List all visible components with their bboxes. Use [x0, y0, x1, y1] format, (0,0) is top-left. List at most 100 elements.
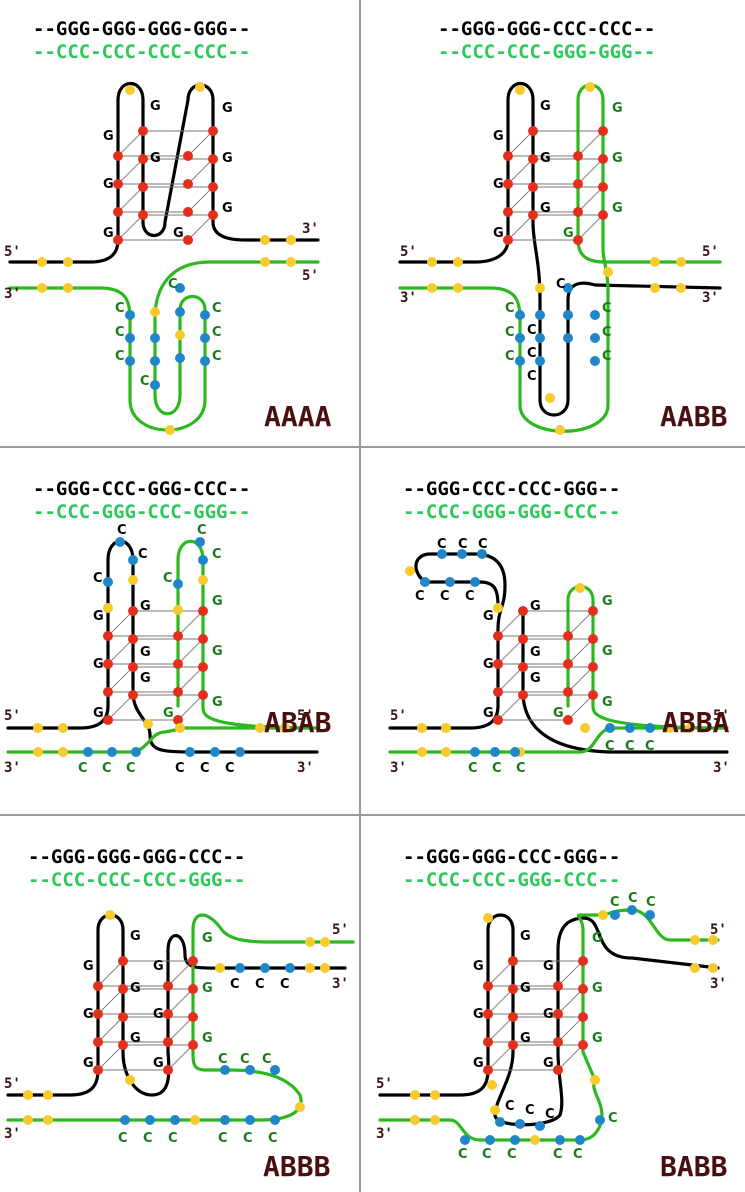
svg-text:C: C: [212, 349, 222, 364]
svg-text:G: G: [140, 671, 151, 686]
svg-text:G: G: [543, 1056, 554, 1071]
svg-text:C: C: [115, 325, 125, 340]
svg-text:G: G: [93, 657, 104, 672]
panel-abba: --GGG-CCC-CCC-GGG-- --CCC-GGG-GGG-CCC-- …: [388, 478, 730, 776]
svg-text:C: C: [505, 1099, 515, 1114]
svg-text:C: C: [440, 589, 450, 604]
svg-text:G: G: [520, 1031, 531, 1046]
svg-text:G: G: [163, 706, 174, 721]
panel-name: ABBA: [662, 706, 730, 739]
svg-text:G: G: [483, 706, 494, 721]
svg-text:C: C: [478, 537, 488, 552]
svg-text:G: G: [103, 177, 114, 192]
panel-name: BABB: [660, 1150, 727, 1183]
svg-text:G: G: [563, 226, 574, 241]
svg-text:5': 5': [332, 922, 349, 938]
svg-text:5': 5': [4, 1076, 21, 1092]
svg-text:3': 3': [710, 976, 727, 992]
svg-text:C: C: [505, 325, 515, 340]
svg-text:G: G: [202, 981, 213, 996]
svg-text:G: G: [222, 151, 233, 166]
svg-text:G: G: [473, 1007, 484, 1022]
svg-text:C: C: [212, 301, 222, 316]
svg-text:G: G: [493, 226, 504, 241]
svg-text:C: C: [507, 1147, 517, 1162]
svg-text:G: G: [540, 99, 551, 114]
svg-text:G: G: [150, 151, 161, 166]
svg-text:C: C: [468, 761, 478, 776]
svg-text:G: G: [612, 101, 623, 116]
panel-aaaa: --GGG-GGG-GGG-GGG-- --CCC-CCC-CCC-CCC-- …: [4, 18, 332, 435]
svg-text:C: C: [218, 1131, 228, 1146]
svg-text:C: C: [78, 761, 88, 776]
svg-text:C: C: [200, 761, 210, 776]
svg-text:G: G: [103, 129, 114, 144]
svg-text:G: G: [150, 99, 161, 114]
svg-text:5': 5': [390, 708, 407, 724]
svg-text:C: C: [602, 325, 612, 340]
svg-text:C: C: [197, 523, 207, 538]
svg-text:3': 3': [390, 760, 407, 776]
svg-text:C: C: [602, 349, 612, 364]
svg-text:C: C: [115, 301, 125, 316]
svg-text:3': 3': [4, 1126, 21, 1142]
svg-text:G: G: [493, 177, 504, 192]
panel-aabb: --GGG-GGG-CCC-CCC-- --CCC-CCC-GGG-GGG-- …: [398, 18, 727, 435]
svg-text:3': 3': [702, 290, 719, 306]
panel-abbb: --GGG-GGG-GGG-CCC-- --CCC-CCC-CCC-GGG-- …: [4, 846, 355, 1183]
svg-text:C: C: [168, 1131, 178, 1146]
svg-text:G: G: [103, 226, 114, 241]
bottom-sequence: --CCC-CCC-CCC-CCC--: [33, 41, 250, 63]
bottom-sequence: --CCC-CCC-CCC-GGG--: [28, 869, 245, 891]
svg-text:G: G: [473, 959, 484, 974]
svg-text:C: C: [492, 761, 502, 776]
svg-text:G: G: [543, 1007, 554, 1022]
svg-text:G: G: [530, 645, 541, 660]
svg-text:5': 5': [713, 708, 730, 724]
panel-abab: --GGG-CCC-GGG-CCC-- --CCC-GGG-CCC-GGG-- …: [4, 478, 331, 776]
svg-text:C: C: [415, 589, 425, 604]
svg-text:5': 5': [4, 708, 21, 724]
svg-text:C: C: [605, 739, 615, 754]
panel-name: ABBB: [263, 1150, 330, 1183]
svg-text:C: C: [556, 277, 566, 292]
svg-text:5': 5': [400, 244, 417, 260]
svg-text:C: C: [268, 1131, 278, 1146]
svg-text:C: C: [458, 537, 468, 552]
svg-text:5': 5': [710, 922, 727, 938]
svg-text:C: C: [525, 1103, 535, 1118]
svg-text:G: G: [153, 1007, 164, 1022]
svg-text:G: G: [153, 959, 164, 974]
bottom-sequence: --CCC-GGG-GGG-CCC--: [403, 501, 620, 523]
svg-text:G: G: [612, 151, 623, 166]
svg-text:3': 3': [4, 760, 21, 776]
panel-name: ABAB: [264, 706, 331, 739]
svg-text:C: C: [527, 323, 537, 338]
svg-text:C: C: [225, 761, 235, 776]
svg-text:G: G: [130, 1031, 141, 1046]
svg-text:C: C: [168, 277, 178, 292]
svg-text:C: C: [230, 977, 240, 992]
svg-text:C: C: [602, 301, 612, 316]
svg-text:G: G: [130, 929, 141, 944]
svg-text:G: G: [530, 599, 541, 614]
svg-text:G: G: [592, 1031, 603, 1046]
svg-text:C: C: [115, 349, 125, 364]
top-sequence: --GGG-GGG-CCC-CCC--: [438, 18, 655, 40]
svg-text:C: C: [143, 1131, 153, 1146]
svg-text:G: G: [140, 599, 151, 614]
svg-text:C: C: [610, 895, 620, 910]
svg-text:C: C: [280, 977, 290, 992]
top-sequence: --GGG-GGG-GGG-CCC--: [28, 846, 245, 868]
svg-text:C: C: [118, 1131, 128, 1146]
svg-text:3': 3': [332, 976, 349, 992]
svg-text:C: C: [102, 761, 112, 776]
svg-text:C: C: [553, 1147, 563, 1162]
top-sequence: --GGG-GGG-CCC-GGG--: [403, 846, 620, 868]
svg-text:G: G: [592, 931, 603, 946]
bottom-sequence: --CCC-CCC-GGG-GGG--: [438, 41, 655, 63]
svg-text:G: G: [530, 671, 541, 686]
svg-text:5': 5': [376, 1076, 393, 1092]
